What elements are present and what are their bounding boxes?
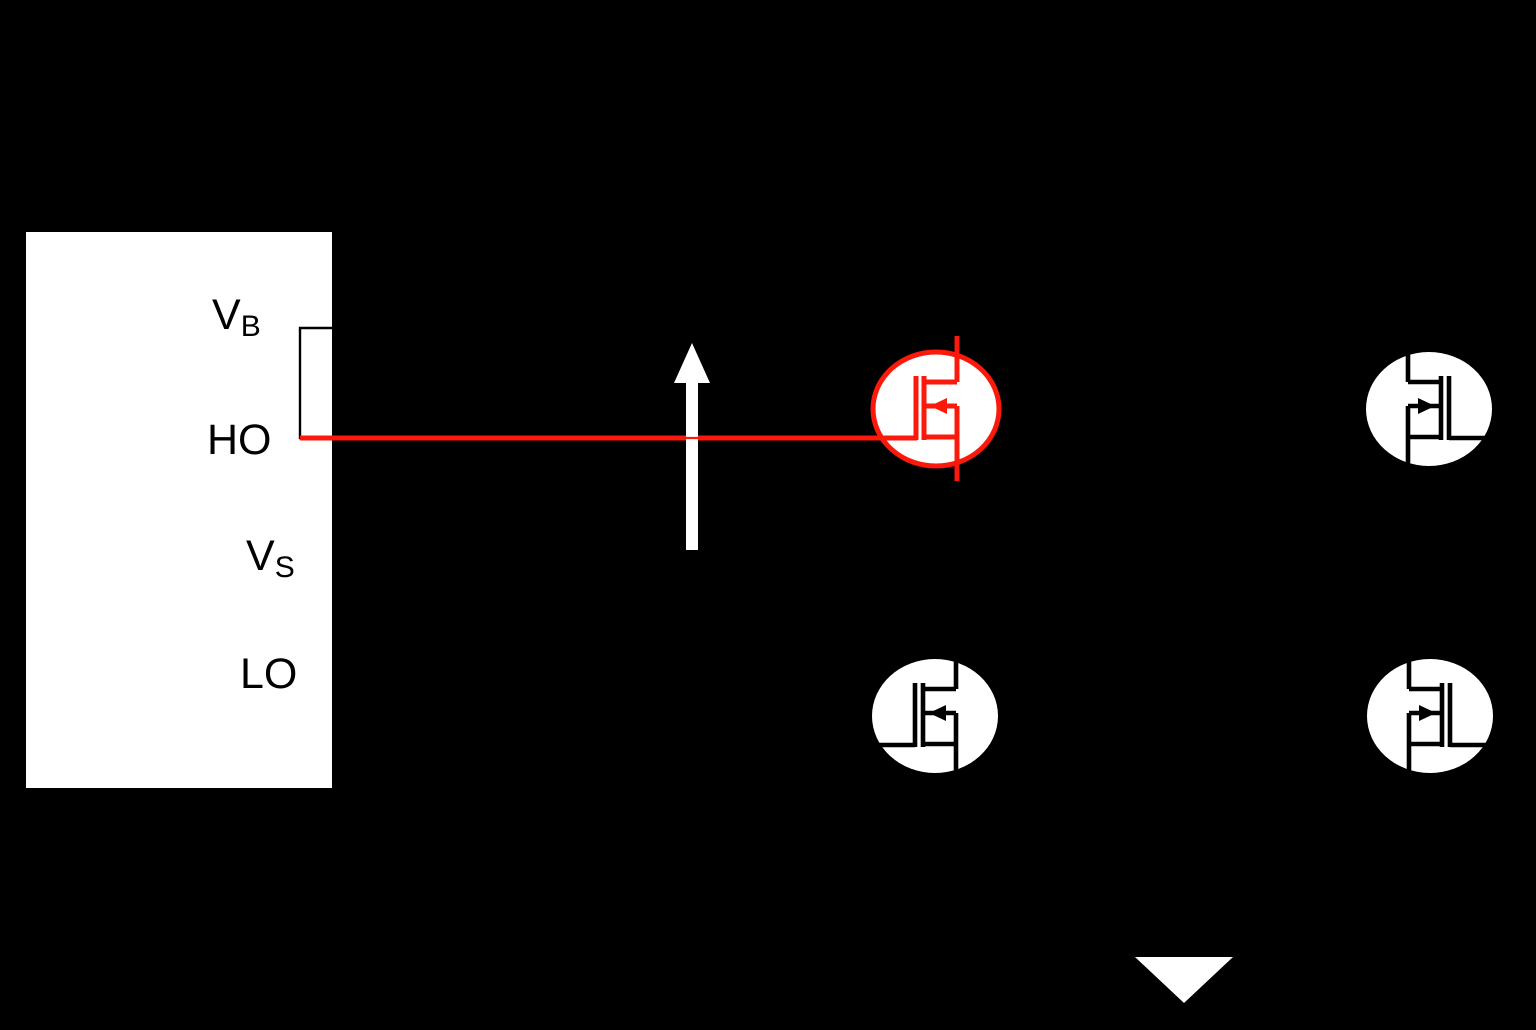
pin-vb-subscript: B <box>240 310 261 343</box>
pin-lo-main: LO <box>240 650 298 698</box>
ground-symbol-icon <box>1135 957 1233 1003</box>
pin-label-lo: LO <box>240 653 297 696</box>
vb-ho-pin-bracket <box>298 326 332 440</box>
mosfet-low-side-left-circle[interactable] <box>872 659 998 773</box>
pin-label-vb: VB <box>212 294 261 342</box>
pin-label-ho: HO <box>207 419 272 462</box>
mosfet-low-side-right-circle[interactable] <box>1367 659 1493 773</box>
pin-vs-main: V <box>246 532 275 580</box>
mosfet-high-side-left-circle-highlighted[interactable] <box>870 349 1002 469</box>
mosfet-high-side-right-circle[interactable] <box>1366 352 1492 466</box>
pin-vb-main: V <box>212 291 241 339</box>
pin-ho-main: HO <box>207 416 272 464</box>
pin-label-vs: VS <box>246 535 295 583</box>
up-arrow-icon <box>674 343 710 550</box>
pin-vs-subscript: S <box>274 551 295 584</box>
gate-driver-box <box>26 232 332 788</box>
